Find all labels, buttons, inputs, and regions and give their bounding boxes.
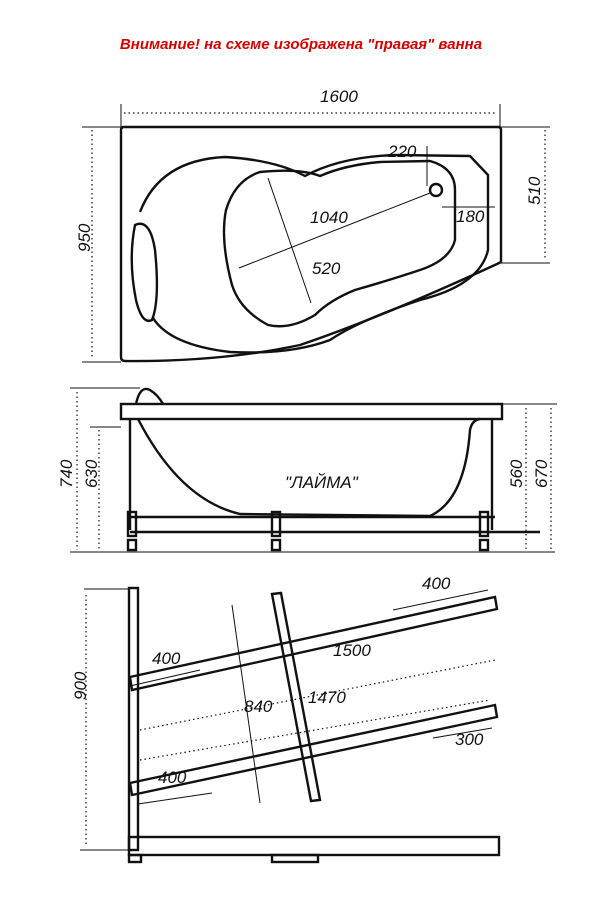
dim-bowl-width: 520 xyxy=(312,259,341,278)
leg xyxy=(478,510,490,552)
headrest xyxy=(130,222,159,322)
side-view: 740 630 560 670 "ЛАЙМА" xyxy=(57,387,557,553)
dim-bottom-end-right: 300 xyxy=(455,730,484,749)
top-view: 1600 950 510 220 180 1040 520 xyxy=(75,87,550,363)
dim-frame-width: 900 xyxy=(71,671,90,700)
dim-top-end-right: 400 xyxy=(422,574,451,593)
dim-cross-bar-length: 840 xyxy=(244,697,273,716)
dim-height-right-inner: 560 xyxy=(507,459,526,488)
drain-icon xyxy=(428,182,444,198)
dim-length: 1600 xyxy=(320,87,358,106)
dim-bowl-length: 1040 xyxy=(310,208,348,227)
dim-top-bar-length: 1500 xyxy=(333,641,371,660)
dim-total-height-left: 740 xyxy=(57,459,76,488)
warning-title: Внимание! на схеме изображена "правая" в… xyxy=(119,36,483,53)
leg xyxy=(126,510,138,552)
dim-bottom-end-left: 400 xyxy=(158,768,187,787)
leg xyxy=(270,510,282,552)
dim-right-side: 510 xyxy=(525,176,544,205)
dim-width: 950 xyxy=(75,223,94,252)
dim-drain-right: 180 xyxy=(456,207,485,226)
frame-view: 900 400 400 1500 840 1470 300 400 xyxy=(71,574,501,864)
model-name: "ЛАЙМА" xyxy=(285,472,359,492)
dim-top-end-left: 400 xyxy=(152,649,181,668)
dim-rim-height-left: 630 xyxy=(82,459,101,488)
dim-total-height-right: 670 xyxy=(532,459,551,488)
dim-drain-top: 220 xyxy=(387,142,417,161)
dim-bottom-bar-length: 1470 xyxy=(308,688,346,707)
